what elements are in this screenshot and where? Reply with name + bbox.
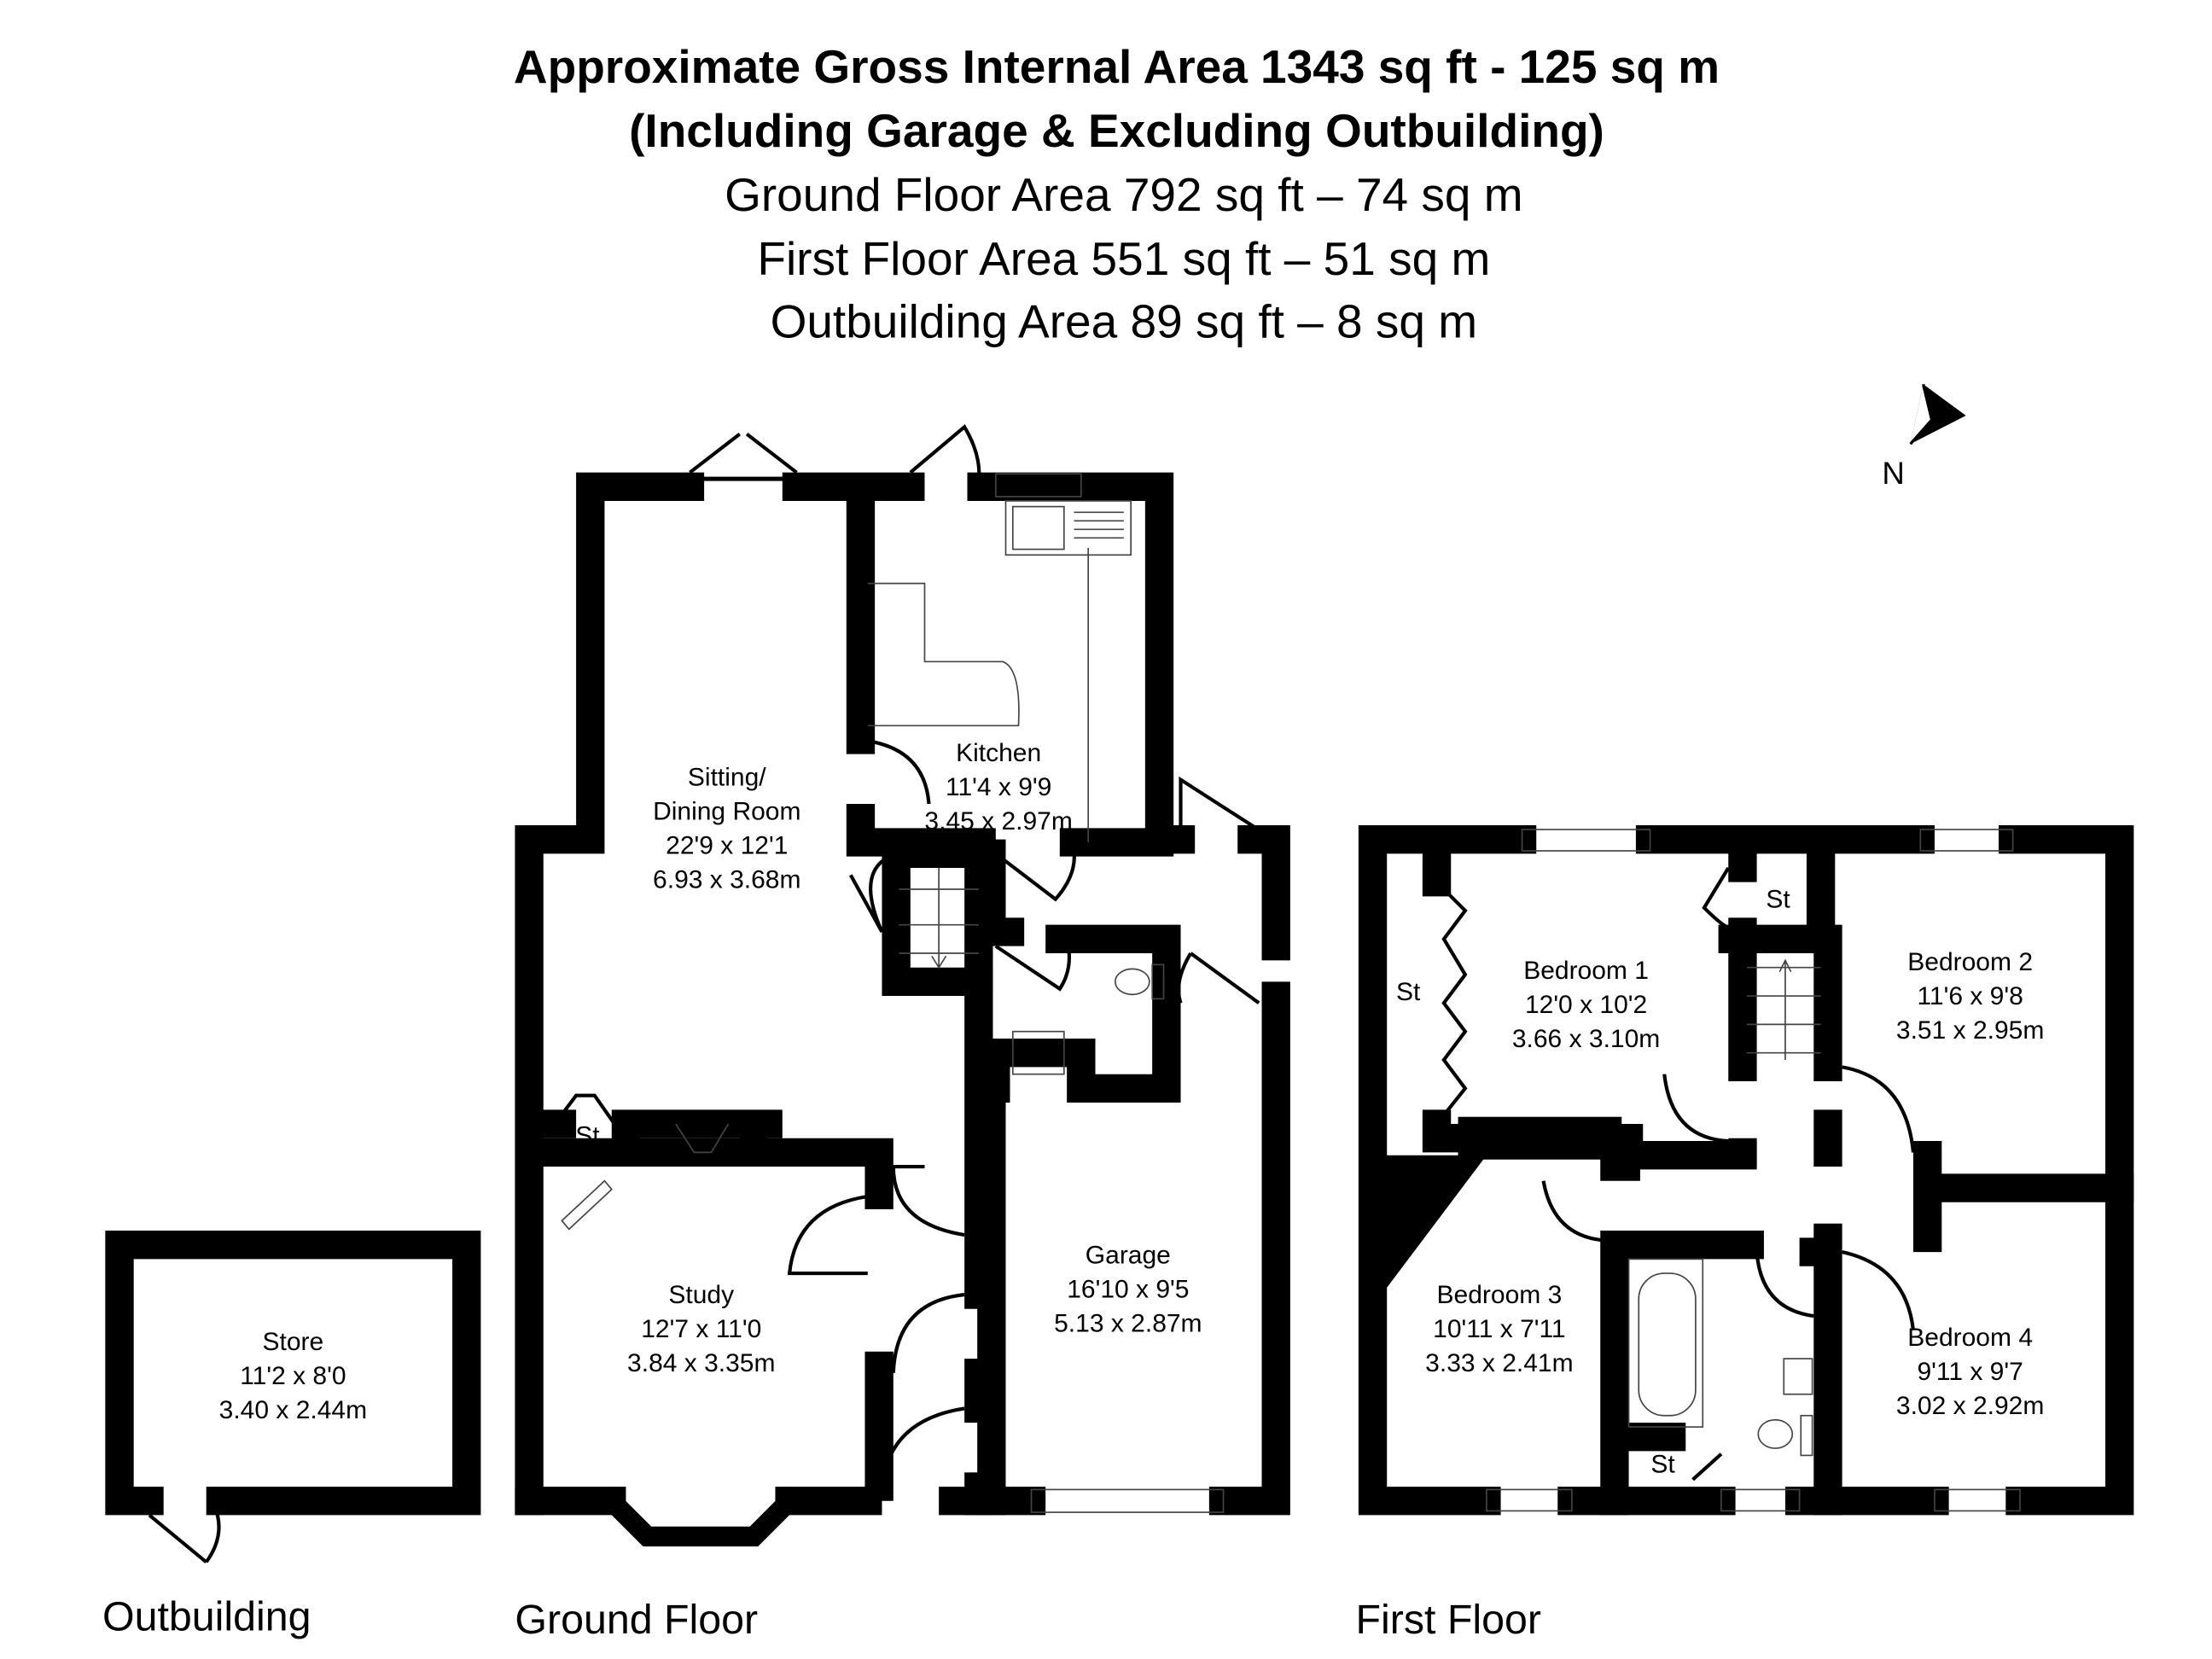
svg-text:11'6 x 9'8: 11'6 x 9'8 (1917, 982, 2023, 1010)
room-bedroom-2: Bedroom 2 11'6 x 9'8 3.51 x 2.95m (1896, 948, 2044, 1045)
room-bedroom-1: Bedroom 1 12'0 x 10'2 3.66 x 3.10m (1512, 957, 1660, 1053)
floor-label-first: First Floor (1356, 1597, 1541, 1643)
storage-label: St (1396, 978, 1421, 1006)
floor-label-outbuilding: Outbuilding (102, 1593, 311, 1639)
svg-text:Bedroom 1: Bedroom 1 (1523, 957, 1649, 985)
north-label: N (1882, 456, 1904, 491)
svg-text:Garage: Garage (1086, 1241, 1171, 1269)
svg-text:Dining Room: Dining Room (653, 797, 800, 825)
svg-text:6.93 x 3.68m: 6.93 x 3.68m (653, 865, 800, 894)
svg-text:10'11 x 7'11: 10'11 x 7'11 (1433, 1315, 1565, 1343)
svg-text:Bedroom 3: Bedroom 3 (1437, 1281, 1563, 1309)
svg-text:3.51 x 2.95m: 3.51 x 2.95m (1896, 1016, 2044, 1045)
svg-text:12'7 x 11'0: 12'7 x 11'0 (641, 1315, 761, 1343)
svg-text:22'9 x 12'1: 22'9 x 12'1 (666, 831, 788, 859)
svg-text:12'0 x 10'2: 12'0 x 10'2 (1525, 991, 1647, 1019)
svg-text:Sitting/: Sitting/ (688, 763, 766, 791)
north-arrow-icon (1909, 383, 1966, 445)
svg-text:16'10 x 9'5: 16'10 x 9'5 (1067, 1275, 1189, 1303)
room-kitchen: Kitchen 11'4 x 9'9 3.45 x 2.97m (924, 739, 1072, 835)
svg-text:Store: Store (263, 1328, 324, 1356)
first-floor-area: First Floor Area 551 sq ft – 51 sq m (757, 232, 1490, 285)
floor-label-ground: Ground Floor (515, 1597, 758, 1643)
storage-label: St (1650, 1450, 1675, 1478)
ground-floor-area: Ground Floor Area 792 sq ft – 74 sq m (725, 168, 1523, 221)
svg-text:11'4 x 9'9: 11'4 x 9'9 (946, 773, 1051, 801)
room-garage: Garage 16'10 x 9'5 5.13 x 2.87m (1054, 1241, 1202, 1337)
outbuilding-plan (105, 1231, 481, 1564)
svg-text:9'11 x 9'7: 9'11 x 9'7 (1917, 1358, 2023, 1386)
room-sitting-dining: Sitting/ Dining Room 22'9 x 12'1 6.93 x … (653, 763, 800, 894)
svg-text:Study: Study (668, 1281, 734, 1309)
svg-text:Bedroom 2: Bedroom 2 (1907, 948, 2033, 976)
title-line-2: (Including Garage & Excluding Outbuildin… (629, 104, 1604, 157)
svg-text:Bedroom 4: Bedroom 4 (1907, 1324, 2033, 1352)
svg-text:3.33 x 2.41m: 3.33 x 2.41m (1425, 1349, 1573, 1377)
svg-text:3.02 x 2.92m: 3.02 x 2.92m (1896, 1392, 2044, 1420)
svg-text:Kitchen: Kitchen (956, 739, 1041, 767)
first-floor-plan (1358, 824, 2134, 1516)
outbuilding-area: Outbuilding Area 89 sq ft – 8 sq m (771, 294, 1478, 347)
room-bedroom-4: Bedroom 4 9'11 x 9'7 3.02 x 2.92m (1896, 1324, 2044, 1420)
title-line-1: Approximate Gross Internal Area 1343 sq … (514, 40, 1720, 93)
storage-label: St (1766, 886, 1790, 914)
room-bedroom-3: Bedroom 3 10'11 x 7'11 3.33 x 2.41m (1425, 1281, 1573, 1377)
svg-text:11'2 x 8'0: 11'2 x 8'0 (240, 1362, 346, 1390)
room-study: Study 12'7 x 11'0 3.84 x 3.35m (627, 1281, 775, 1377)
svg-text:3.84 x 3.35m: 3.84 x 3.35m (627, 1349, 775, 1377)
room-store: Store 11'2 x 8'0 3.40 x 2.44m (219, 1328, 367, 1424)
svg-text:3.45 x 2.97m: 3.45 x 2.97m (924, 807, 1072, 835)
storage-label: St (575, 1121, 600, 1150)
ground-floor-plan (515, 424, 1290, 1547)
svg-text:5.13 x 2.87m: 5.13 x 2.87m (1054, 1309, 1202, 1337)
svg-text:3.66 x 3.10m: 3.66 x 3.10m (1512, 1025, 1660, 1053)
svg-text:3.40 x 2.44m: 3.40 x 2.44m (219, 1396, 367, 1424)
